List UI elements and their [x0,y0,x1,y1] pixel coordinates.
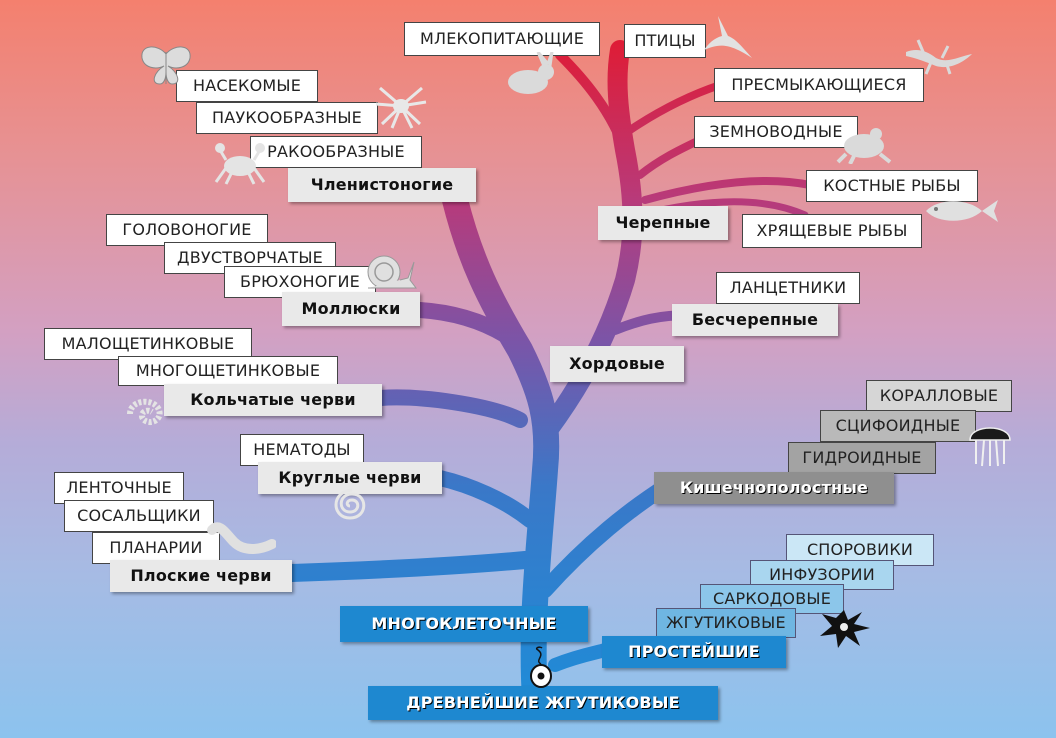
multicellular-label: МНОГОКЛЕТОЧНЫЕ [340,606,588,642]
class-label: ХРЯЩЕВЫЕ РЫБЫ [742,214,922,248]
group-label: Плоские черви [110,560,292,592]
root-label: ДРЕВНЕЙШИЕ ЖГУТИКОВЫЕ [368,686,718,720]
group-label: Моллюски [282,292,420,326]
group-label: Круглые черви [258,462,442,494]
planarian-icon [207,522,276,554]
class-label: КОСТНЫЕ РЫБЫ [806,170,978,202]
class-label: НЕМАТОДЫ [240,434,364,466]
group-label: Членистоногие [288,168,476,202]
crab-icon [214,143,266,185]
class-label: НАСЕКОМЫЕ [176,70,318,102]
class-label: ГИДРОИДНЫЕ [788,442,936,474]
class-label: ГОЛОВОНОГИЕ [106,214,268,246]
butterfly-icon [141,46,191,85]
frog-icon [836,128,892,164]
annelid-worm-icon [127,398,163,426]
class-label: ЛАНЦЕТНИКИ [716,272,860,304]
class-label: СОСАЛЬЩИКИ [64,500,214,532]
class-label: ПРЕСМЫКАЮЩИЕСЯ [714,68,924,102]
jellyfish-icon [969,427,1011,467]
group-label: Бесчерепные [672,304,838,336]
group-label: ПРОСТЕЙШИЕ [602,636,786,668]
class-label: ЖГУТИКОВЫЕ [656,608,796,638]
rabbit-icon [508,52,554,94]
class-label: МЛЕКОПИТАЮЩИЕ [404,22,600,56]
group-label: Кишечнополостные [654,472,894,504]
spider-icon [375,86,427,129]
flagellate-icon [530,646,552,688]
class-label: ПЛАНАРИИ [92,532,220,564]
nematode-icon [334,488,366,520]
snail-icon [367,255,417,289]
class-label: РАКООБРАЗНЫЕ [250,136,422,168]
class-label: МАЛОЩЕТИНКОВЫЕ [44,328,252,360]
class-label: МНОГОЩЕТИНКОВЫЕ [118,356,338,386]
fish-icon [926,200,998,222]
class-label: ПАУКООБРАЗНЫЕ [196,102,378,134]
group-label: Хордовые [550,346,684,382]
class-label: СЦИФОИДНЫЕ [820,410,976,442]
lizard-icon [906,39,972,75]
class-label: ПТИЦЫ [624,24,706,58]
amoeba-icon [820,610,870,648]
class-label: ЛЕНТОЧНЫЕ [54,472,184,504]
class-label: КОРАЛЛОВЫЕ [866,380,1012,412]
bird-icon [704,16,752,58]
group-label: Черепные [598,206,728,240]
group-label: Кольчатые черви [164,384,382,416]
class-label: ЗЕМНОВОДНЫЕ [694,116,858,148]
